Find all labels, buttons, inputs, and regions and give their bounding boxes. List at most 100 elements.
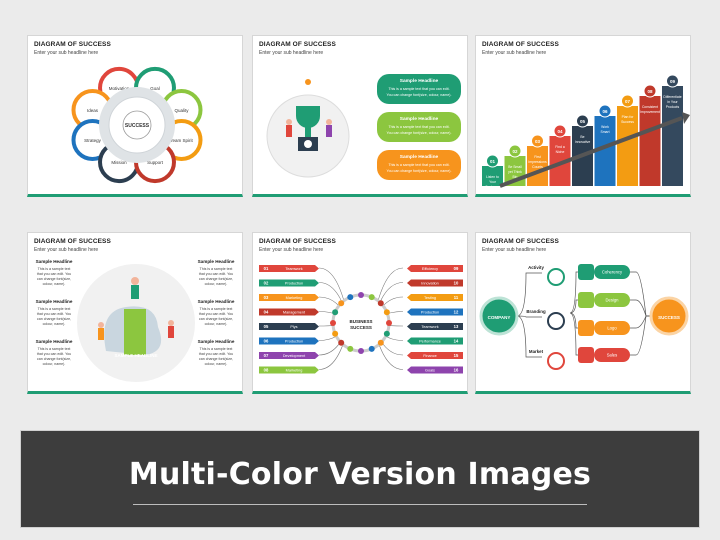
step-number-badge	[598, 104, 612, 118]
step-label: Listen to	[486, 175, 499, 179]
card-heading: Sample Headline	[400, 78, 439, 84]
step-bar	[662, 86, 683, 186]
slide-thumbnail-4[interactable]: DIAGRAM OF SUCCESS Enter your sub headli…	[27, 232, 243, 394]
item-text: colour, name).	[43, 322, 66, 326]
step-label: yet Think	[508, 170, 522, 174]
step-number: 05	[580, 119, 586, 124]
ring-dot	[368, 294, 375, 301]
tag-number-box	[259, 279, 273, 287]
item-heading: Sample Headline	[198, 299, 235, 304]
step-number-badge	[508, 144, 522, 158]
item-text: colour, name).	[205, 322, 228, 326]
mid-label: Branding	[526, 309, 546, 314]
flow-diagram: ActivityBrandingMarketCoherencyDesignLog…	[479, 264, 689, 370]
ring-dot	[383, 330, 390, 337]
step-label: in Your	[667, 100, 678, 104]
item-text: that you can edit. You	[199, 312, 233, 316]
slide-title: DIAGRAM OF SUCCESS	[34, 238, 111, 245]
tag-arrow	[407, 265, 449, 272]
item-text: can change font(size,	[199, 317, 233, 321]
success-label: SUCCESS	[658, 315, 680, 320]
tag-number-box	[449, 352, 463, 359]
banner-title: Multi-Color Version Images	[128, 457, 592, 492]
tag-number: 10	[454, 281, 459, 286]
item-text: This is a sample text	[38, 307, 71, 311]
step-number: 03	[535, 139, 541, 144]
tag-number: 06	[264, 339, 269, 344]
tag-number: 13	[454, 324, 459, 329]
item-label: Logo	[607, 326, 617, 331]
mid-node	[547, 352, 565, 370]
tag-number: 01	[264, 266, 269, 271]
item-label: Sales	[607, 353, 617, 358]
card-text: You can change font(size, colour, name).	[387, 131, 452, 135]
slide-thumbnail-6[interactable]: DIAGRAM OF SUCCESS Enter your sub headli…	[475, 232, 691, 394]
tag-label: Production	[285, 282, 303, 286]
tag-label: Management	[283, 311, 306, 315]
ring-dot	[377, 300, 384, 307]
step-label: Counts	[532, 165, 543, 169]
tag-arrow	[407, 352, 449, 359]
tag-label: Performance	[419, 340, 441, 344]
petal-label: Team Spirit	[170, 138, 193, 143]
step-label: Your	[489, 180, 497, 184]
step-bar	[639, 96, 661, 186]
ring-dot	[332, 309, 339, 316]
slide-thumbnail-1[interactable]: DIAGRAM OF SUCCESS Enter your sub headli…	[27, 35, 243, 197]
item-text: This is a sample text	[200, 267, 233, 271]
tag-number-box	[259, 294, 273, 301]
connector-line	[626, 299, 651, 317]
tag-arrow	[273, 279, 319, 287]
item-text: that you can edit. You	[37, 352, 71, 356]
tag-label: Innovation	[421, 282, 439, 286]
tag-arrow	[407, 308, 449, 316]
petal-label: Ideas	[87, 108, 99, 113]
step-label: First	[534, 155, 541, 159]
card-text: This is a sample text that you can edit.	[388, 163, 449, 167]
step-bar	[549, 136, 571, 186]
step-label: Big	[513, 175, 518, 179]
tag-number: 09	[454, 266, 459, 271]
step-number-badge	[621, 94, 634, 108]
slide-thumbnail-2[interactable]: DIAGRAM OF SUCCESS Enter your sub headli…	[252, 35, 468, 197]
step-label: Improvement	[640, 110, 660, 114]
tag-arrow	[407, 323, 449, 330]
step-bar	[617, 106, 638, 186]
slide-subtitle: Enter your sub headline here	[34, 247, 99, 253]
item-text: This is a sample text	[200, 347, 233, 351]
ring-dot	[338, 339, 345, 346]
connector-line	[626, 315, 651, 356]
item-text: can change font(size,	[37, 277, 71, 281]
card-heading: Sample Headline	[400, 116, 439, 122]
tag-label: Teamwork	[285, 267, 302, 271]
step-number: 08	[647, 89, 653, 94]
ring-dot	[358, 292, 364, 298]
step-label: Be Small	[508, 165, 522, 169]
connector-line	[516, 315, 542, 358]
mid-node	[547, 268, 565, 286]
card-text: This is a sample text that you can edit.	[388, 125, 449, 129]
item-icon-box	[578, 320, 594, 336]
tag-label: Goals	[425, 369, 435, 373]
tag-arrow	[273, 366, 319, 374]
item-text: can change font(size,	[37, 357, 71, 361]
slide-thumbnail-3[interactable]: DIAGRAM OF SUCCESS Enter your sub headli…	[475, 35, 691, 197]
card-text: You can change font(size, colour, name).	[387, 169, 452, 173]
slide-thumbnail-5[interactable]: DIAGRAM OF SUCCESS Enter your sub headli…	[252, 232, 468, 394]
step-label: Innovative	[575, 140, 591, 144]
step-number: 06	[602, 109, 608, 114]
petal-label: Mission	[111, 160, 127, 165]
tag-number: 16	[454, 368, 459, 373]
tag-number: 03	[264, 295, 269, 300]
tag-arrow	[273, 265, 319, 272]
step-number-badge	[643, 84, 657, 98]
tag-label: Development	[283, 354, 306, 358]
tag-number: 11	[454, 295, 459, 300]
slide-title: DIAGRAM OF SUCCESS	[34, 41, 111, 48]
step-number: 01	[490, 159, 496, 164]
item-heading: Sample Headline	[36, 259, 73, 264]
tag-arrow	[273, 323, 319, 330]
